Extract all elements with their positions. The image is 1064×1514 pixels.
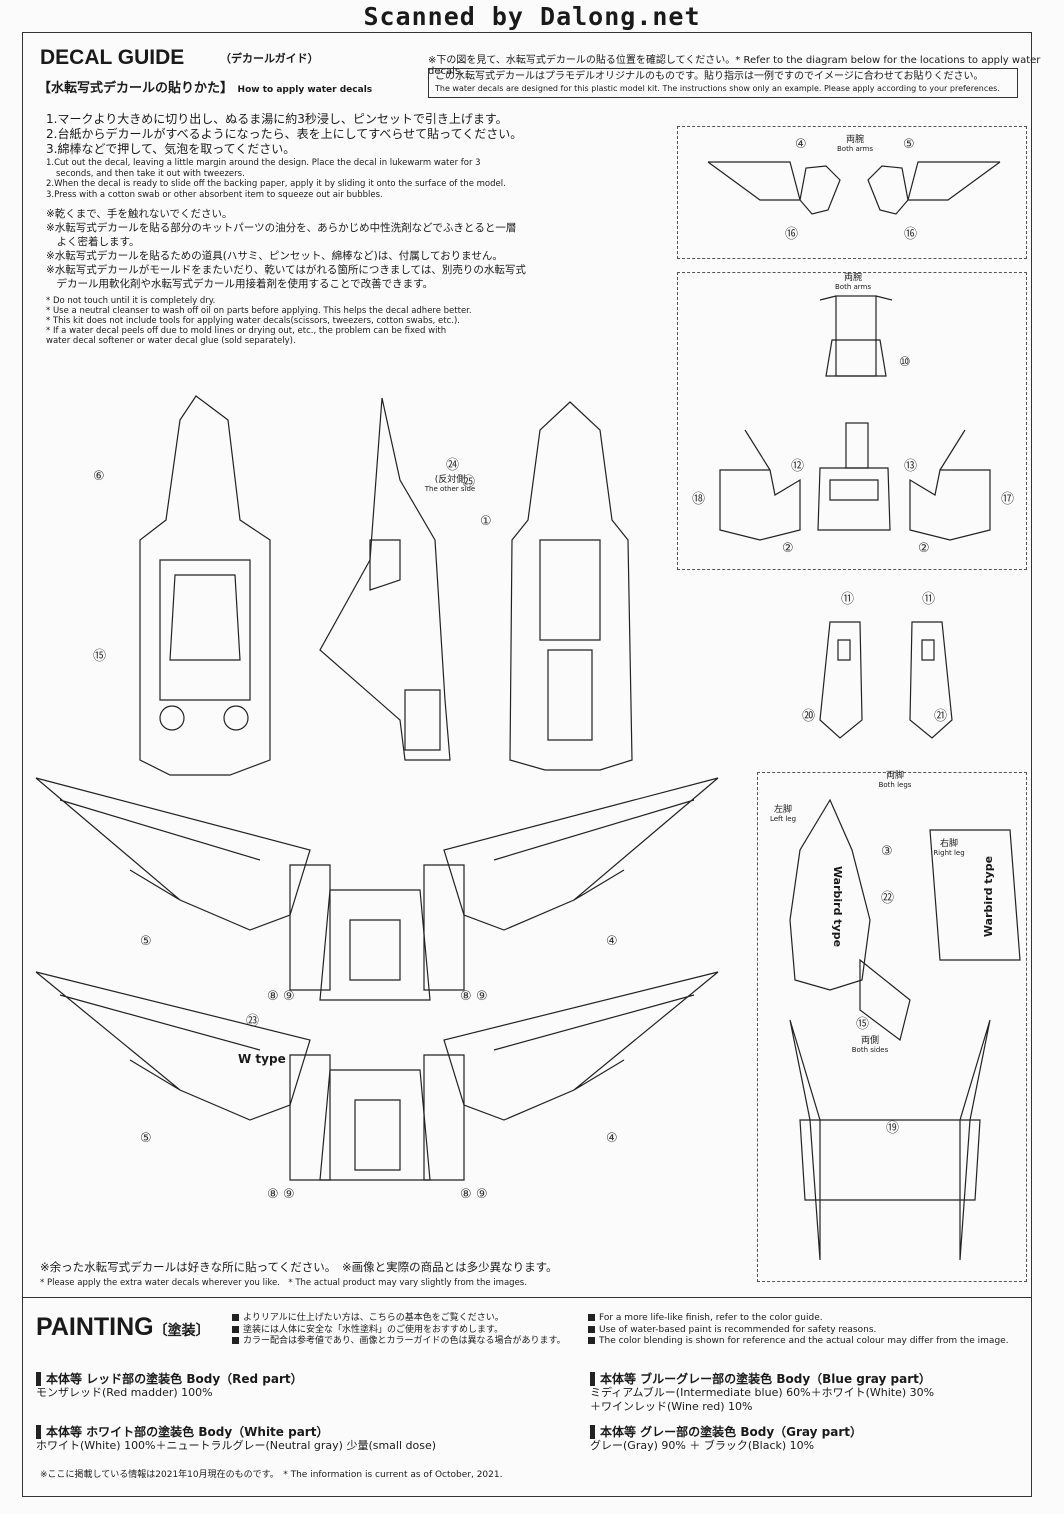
steps-en: 1.Cut out the decal, leaving a little ma… <box>46 158 566 200</box>
note-jp: ※乾くまで、手を触れないでください。 <box>46 208 233 220</box>
svg-text:㉓: ㉓ <box>246 1014 259 1029</box>
svg-text:⑬: ⑬ <box>904 459 917 474</box>
step-jp: 1.マークより大きめに切り出し、ぬるま湯に約3秒浸し、ピンセットで引き上げます。 <box>46 112 508 126</box>
step-en: 2.When the decal is ready to slide off t… <box>46 179 506 189</box>
painting-title: PAINTING〔塗装〕 <box>36 1313 210 1341</box>
note-en: water decal softener or water decal glue… <box>46 336 296 346</box>
decal-guide-title: DECAL GUIDE <box>40 46 185 69</box>
svg-text:⑮: ⑮ <box>856 1017 869 1032</box>
box-note: この水転写式デカールはプラモデルオリジナルのものです。貼り指示は一例ですのでイメ… <box>428 68 1018 98</box>
svg-text:㉒: ㉒ <box>881 891 894 906</box>
svg-text:㉑: ㉑ <box>934 709 947 724</box>
svg-text:⑧: ⑧ <box>460 989 472 1004</box>
steps-jp: 1.マークより大きめに切り出し、ぬるま湯に約3秒浸し、ピンセットで引き上げます。… <box>46 112 522 157</box>
svg-text:⑨: ⑨ <box>476 1187 488 1202</box>
step-jp: 2.台紙からデカールがすべるようになったら、表を上にしてすべらせて貼ってください… <box>46 127 523 141</box>
svg-text:②: ② <box>918 541 930 556</box>
howto-heading: 【水転写式デカールの貼りかた】 How to apply water decal… <box>38 77 372 96</box>
svg-text:⑫: ⑫ <box>791 459 804 474</box>
svg-text:②: ② <box>782 541 794 556</box>
note-jp: ※水転写式デカールを貼る部分のキットパーツの油分を、あらかじめ中性洗剤などでふき… <box>46 222 517 234</box>
svg-text:㉔: ㉔ <box>446 458 459 473</box>
svg-text:⑨: ⑨ <box>283 989 295 1004</box>
note-en: * Use a neutral cleanser to wash off oil… <box>46 306 472 316</box>
howto-jp: 【水転写式デカールの貼りかた】 <box>38 81 234 96</box>
arms-box-1 <box>677 126 1027 259</box>
step-en: 3.Press with a cotton swab or other abso… <box>46 189 383 200</box>
svg-text:③: ③ <box>881 844 893 859</box>
svg-text:⑩: ⑩ <box>899 355 911 370</box>
step-en: seconds, and then take it out with tweez… <box>56 168 245 179</box>
step-en: 1.Cut out the decal, leaving a little ma… <box>46 158 481 168</box>
note-jp: よく密着します。 <box>46 236 140 248</box>
color-blue-gray: 本体等 ブルーグレー部の塗装色 Body（Blue gray part） ミディ… <box>590 1372 935 1413</box>
extra-note-en: * Please apply the extra water decals wh… <box>40 1278 527 1288</box>
warbird-type-label-right: Warbird type <box>982 855 996 938</box>
note-jp: ※水転写式デカールを貼るための道具(ハサミ、ピンセット、綿棒など)は、付属してお… <box>46 250 503 262</box>
svg-text:⑨: ⑨ <box>283 1187 295 1202</box>
top-note: ※下の図を見て、水転写式デカールの貼る位置を確認してください。* Refer t… <box>428 55 1041 77</box>
svg-text:④: ④ <box>795 137 807 152</box>
svg-text:⑧: ⑧ <box>267 989 279 1004</box>
svg-text:⑥: ⑥ <box>93 469 105 484</box>
note-en: * If a water decal peels off due to mold… <box>46 326 447 336</box>
svg-text:④: ④ <box>606 1131 618 1146</box>
color-white: 本体等 ホワイト部の塗装色 Body（White part） ホワイト(Whit… <box>36 1425 437 1452</box>
svg-text:⑳: ⑳ <box>802 709 815 724</box>
svg-text:⑱: ⑱ <box>692 492 705 507</box>
svg-text:⑲: ⑲ <box>886 1121 899 1136</box>
legs-box <box>757 772 1027 1282</box>
svg-text:⑧: ⑧ <box>267 1187 279 1202</box>
arms-box-2 <box>677 272 1027 570</box>
painting-notes-en: For a more life-like finish, refer to th… <box>588 1313 1009 1348</box>
page-frame <box>22 32 1032 1497</box>
svg-text:①: ① <box>480 514 492 529</box>
color-red: 本体等 レッド部の塗装色 Body（Red part） モンザレッド(Red m… <box>36 1372 303 1399</box>
box-note-jp: この水転写式デカールはプラモデルオリジナルのものです。貼り指示は一例ですのでイメ… <box>435 71 984 82</box>
painting-divider <box>22 1297 1032 1298</box>
note-en: * This kit does not include tools for ap… <box>46 316 461 326</box>
svg-text:⑰: ⑰ <box>1001 492 1014 507</box>
box-note-en: The water decals are designed for this p… <box>435 84 1000 93</box>
svg-text:⑯: ⑯ <box>904 227 917 242</box>
note-jp: ※水転写式デカールがモールドをまたいだり、乾いてはがれる箇所につきましては、別売… <box>46 264 526 276</box>
warbird-type-label: Warbird type <box>831 865 845 948</box>
svg-text:⑤: ⑤ <box>903 137 915 152</box>
painting-notes-jp: よりリアルに仕上げたい方は、こちらの基本色をご覧ください。 塗装には人体に安全な… <box>232 1313 566 1348</box>
svg-text:⑪: ⑪ <box>841 592 854 607</box>
watermark: Scanned by Dalong.net <box>363 2 701 31</box>
step-jp: 3.綿棒などで押して、気泡を取ってください。 <box>46 142 296 156</box>
howto-en: How to apply water decals <box>237 85 373 95</box>
svg-text:⑯: ⑯ <box>785 227 798 242</box>
svg-text:⑪: ⑪ <box>922 592 935 607</box>
svg-text:⑤: ⑤ <box>140 1131 152 1146</box>
svg-text:⑮: ⑮ <box>93 649 106 664</box>
svg-text:⑨: ⑨ <box>476 989 488 1004</box>
decal-guide-subtitle: （デカールガイド） <box>220 52 319 65</box>
svg-text:⑧: ⑧ <box>460 1187 472 1202</box>
svg-text:④: ④ <box>606 934 618 949</box>
w-type-label: W type <box>238 1052 286 1066</box>
svg-text:㉕: ㉕ <box>462 475 475 490</box>
svg-text:⑤: ⑤ <box>140 934 152 949</box>
notes-jp: ※乾くまで、手を触れないでください。 ※水転写式デカールを貼る部分のキットパーツ… <box>46 207 566 291</box>
color-gray: 本体等 グレー部の塗装色 Body（Gray part） グレー(Gray) 9… <box>590 1425 862 1452</box>
note-en: * Do not touch until it is completely dr… <box>46 296 216 306</box>
footer-note: ※ここに掲載している情報は2021年10月現在のものです。 * The info… <box>40 1470 503 1480</box>
extra-note-jp: ※余った水転写式デカールは好きな所に貼ってください。 ※画像と実際の商品とは多少… <box>40 1260 558 1274</box>
notes-en: * Do not touch until it is completely dr… <box>46 296 566 346</box>
note-jp: デカール用軟化剤や水転写式デカール用接着剤を使用することで改善できます。 <box>46 278 434 290</box>
